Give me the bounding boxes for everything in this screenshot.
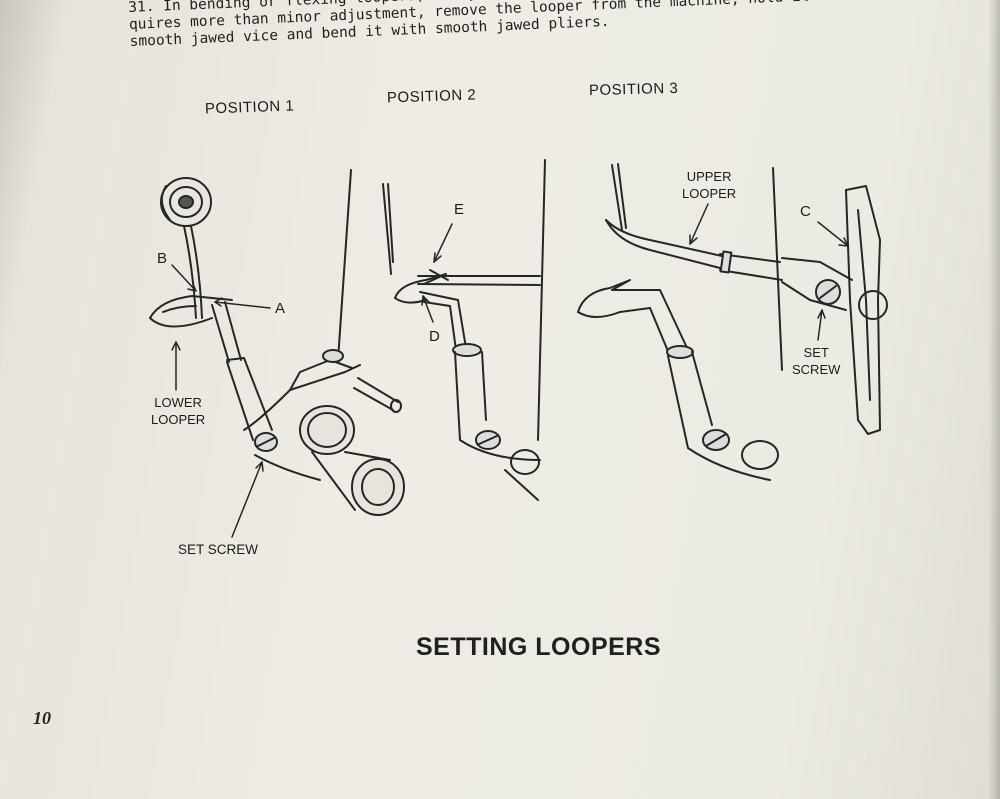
position-1-drawing [149, 169, 405, 516]
callout-e: E [454, 201, 465, 218]
section-title: SETTING LOOPERS [416, 633, 662, 661]
set-screw-2-line-2: SCREW [792, 362, 841, 377]
position-2-drawing [382, 159, 546, 501]
lower-looper-label: LOWER LOOPER [151, 394, 205, 428]
set-screw-2-line-1: SET [803, 345, 829, 360]
page-number: 10 [33, 708, 51, 728]
upper-looper-line-1: UPPER [686, 169, 732, 184]
callout-d: D [429, 328, 440, 345]
position-1-leaders [171, 264, 271, 538]
callout-a: A [275, 300, 286, 317]
upper-looper-line-2: LOOPER [682, 186, 737, 201]
lower-looper-line-1: LOWER [154, 395, 202, 410]
position-2-leaders [421, 223, 453, 323]
lower-looper-line-2: LOOPER [151, 412, 206, 427]
position-3-label: POSITION 3 [588, 79, 679, 100]
set-screw-label-1: SET SCREW [178, 542, 259, 557]
position-2-label: POSITION 2 [386, 86, 477, 107]
page-edge-shadow [988, 0, 1000, 799]
position-1-label: POSITION 1 [204, 97, 295, 118]
upper-looper-label: UPPER LOOPER [682, 168, 736, 202]
callout-c: C [800, 203, 811, 220]
callout-b: B [157, 250, 168, 267]
position-3-drawing [577, 163, 888, 481]
position-3-leaders [689, 203, 849, 341]
set-screw-label-2: SET SCREW [792, 344, 840, 378]
